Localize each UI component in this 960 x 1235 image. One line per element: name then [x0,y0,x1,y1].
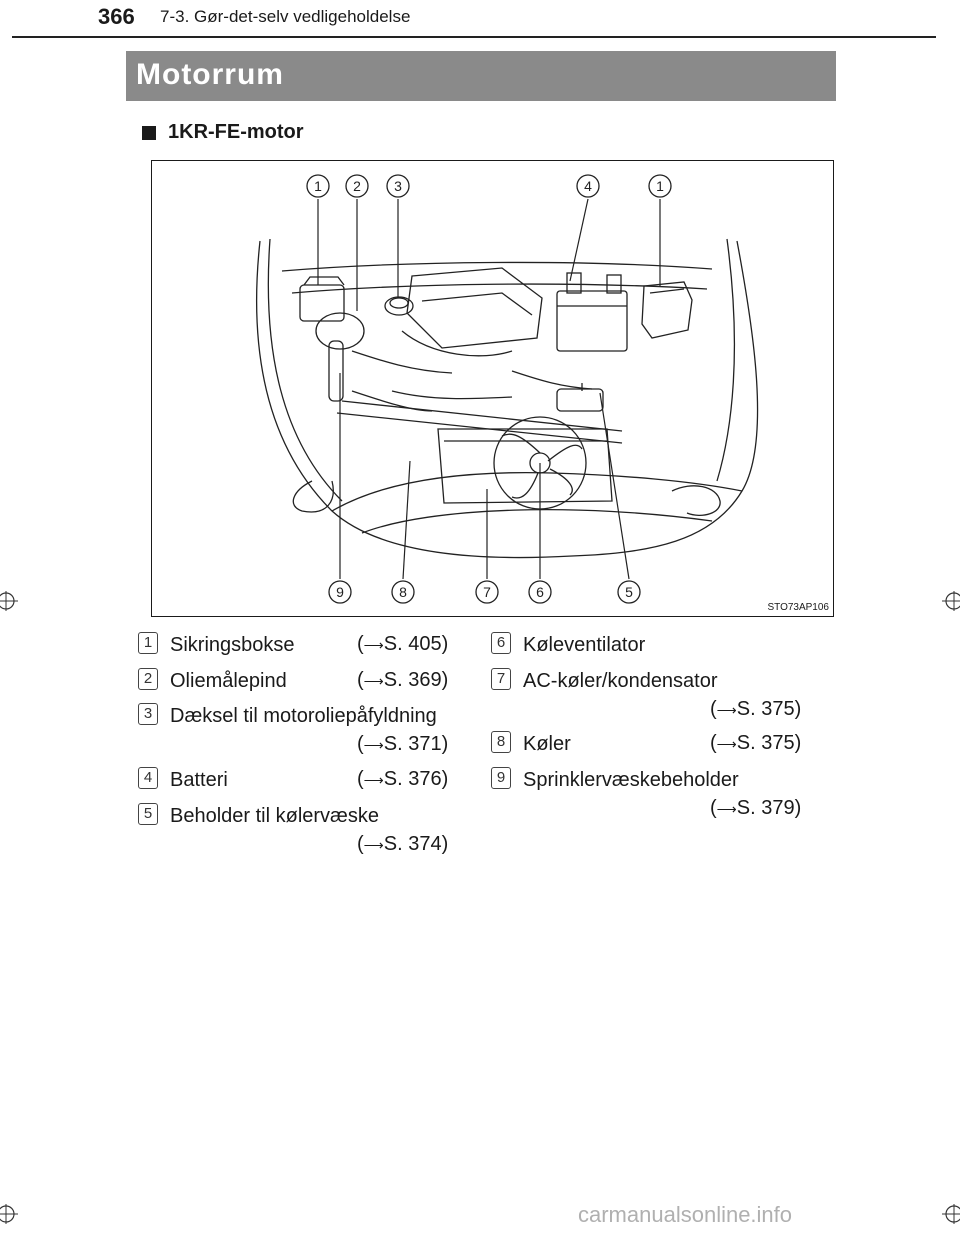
footer-watermark: carmanualsonline.info [578,1202,793,1227]
legend-number: 1 [138,632,158,654]
legend-ref: (⟶S. 375) [710,732,802,754]
arrow-right-icon: ⟶ [363,673,384,689]
callout-top-3: 3 [394,178,402,194]
registration-mark-icon [0,1204,18,1224]
arrow-right-icon: ⟶ [363,772,384,788]
legend-label: Køleventilator [523,634,646,656]
legend-ref: (⟶S. 374) [357,833,449,855]
legend-ref-text: S. 379 [736,797,795,819]
callout-top-2: 2 [353,178,361,194]
running-header: 7-3. Gør-det-selv vedligeholdelse [160,7,411,26]
legend-number: 6 [491,632,511,654]
legend-label: Oliemålepind [170,670,287,692]
callout-top-1: 1 [314,178,322,194]
arrow-right-icon: ⟶ [716,702,737,718]
legend-ref-text: S. 375 [736,732,795,754]
registration-mark-icon [942,1204,960,1224]
legend-ref-text: S. 369 [383,669,442,691]
legend-ref-text: S. 374 [383,833,442,855]
legend-ref-text: S. 375 [736,698,795,720]
legend-ref: (⟶S. 379) [710,797,802,819]
arrow-right-icon: ⟶ [716,736,737,752]
registration-mark-icon [942,591,960,611]
callout-bottom-3: 7 [483,584,491,600]
page-number: 366 [98,4,135,29]
legend-label: Sikringsbokse [170,634,295,656]
legend-number: 5 [138,803,158,825]
arrow-right-icon: ⟶ [363,737,384,753]
legend-ref: (⟶S. 375) [710,698,802,720]
callout-bottom-1: 9 [336,584,344,600]
legend-number: 9 [491,767,511,789]
section-bullet-icon [142,126,156,140]
arrow-right-icon: ⟶ [716,801,737,817]
legend-number: 4 [138,767,158,789]
legend-label: Køler [523,733,571,755]
legend-label: AC-køler/kondensator [523,670,718,692]
callout-top-4: 4 [584,178,592,194]
callout-bottom-5: 5 [625,584,633,600]
legend-ref-text: S. 376 [383,768,442,790]
arrow-right-icon: ⟶ [363,837,384,853]
legend-label: Batteri [170,769,228,791]
legend-ref: (⟶S. 405) [357,633,449,655]
callout-bottom-2: 8 [399,584,407,600]
legend-ref: (⟶S. 369) [357,669,449,691]
figure-code: STO73AP106 [767,602,829,613]
arrow-right-icon: ⟶ [363,637,384,653]
engine-illustration: 1 2 3 4 1 9 8 7 6 5 [256,174,759,604]
title-bar [126,51,836,101]
legend-number: 7 [491,668,511,690]
legend-ref-text: S. 371 [383,733,442,755]
legend-number: 3 [138,703,158,725]
legend-ref: (⟶S. 371) [357,733,449,755]
page-title: Motorrum [136,58,284,91]
registration-mark-icon [0,591,18,611]
callout-bottom-4: 6 [536,584,544,600]
legend-label: Dæksel til motoroliepåfyldning [170,705,437,727]
legend-ref-text: S. 405 [383,633,442,655]
callout-top-5: 1 [656,178,664,194]
legend-number: 2 [138,668,158,690]
engine-compartment-figure: 1 2 3 4 1 9 8 7 6 5 STO73AP106 [151,160,834,617]
legend-number: 8 [491,731,511,753]
legend-label: Sprinklervæskebeholder [523,769,739,791]
legend-ref: (⟶S. 376) [357,768,449,790]
header-rule [12,36,936,38]
legend-label: Beholder til kølervæske [170,805,379,827]
section-title: 1KR-FE-motor [168,121,304,143]
